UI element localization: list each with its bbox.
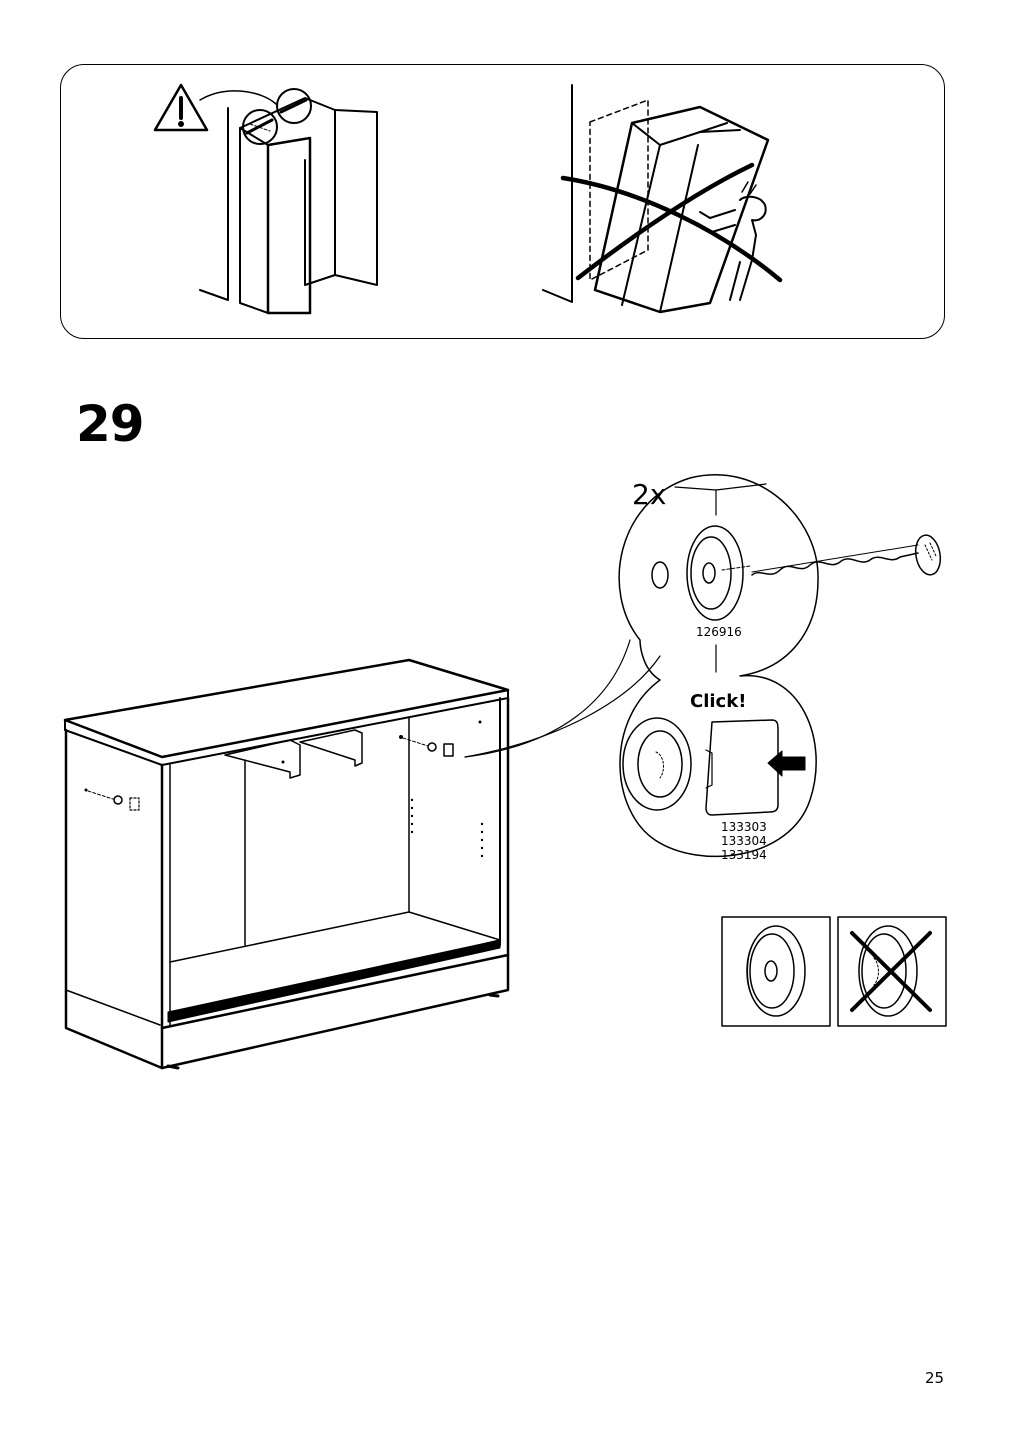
cross-out-icon [850,931,932,1012]
screw-part-number: 126916 [696,625,742,639]
detail-bubble [618,474,942,858]
cover-part-number: 133303 [721,820,767,834]
quantity-label: 2x [632,478,667,511]
warning-triangle-icon [153,83,209,132]
warning-illustration-correct [153,83,378,315]
push-arrow-icon [767,750,806,777]
cross-out-icon [560,162,783,283]
cover-wrong-box [837,916,947,1027]
step-number: 29 [76,395,145,453]
warning-illustration-wrong [542,84,783,314]
cover-correct-box [721,916,831,1027]
warning-panel [60,64,945,339]
page-number: 25 [925,1369,945,1387]
click-label: Click! [690,691,747,712]
cover-part-number: 133194 [721,848,767,862]
cover-part-numbers: 133303 133304 133194 [721,820,767,862]
cover-part-number: 133304 [721,834,767,848]
cabinet-illustration [63,639,661,1070]
